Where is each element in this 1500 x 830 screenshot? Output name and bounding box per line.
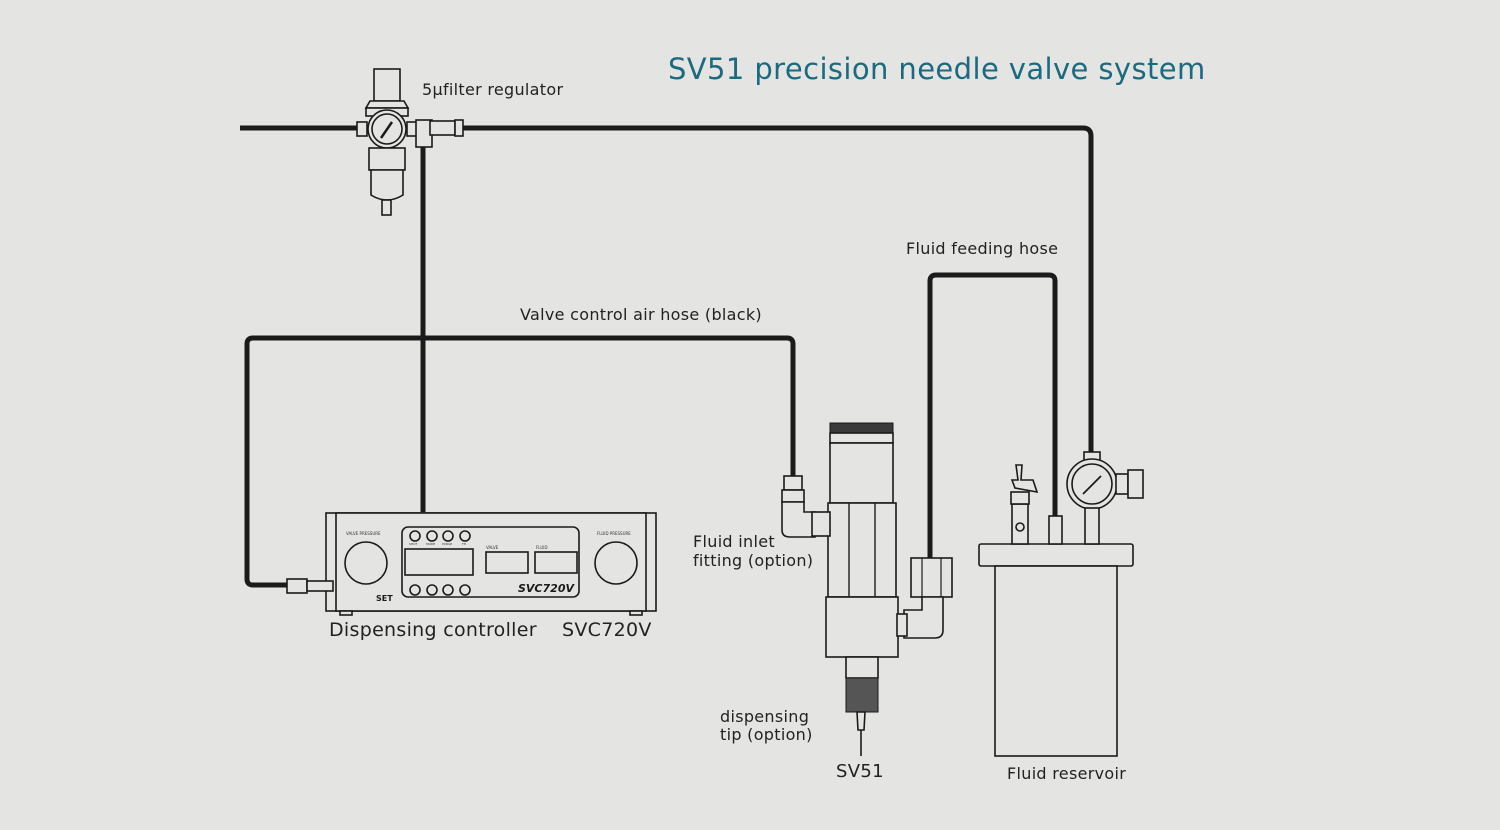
dispensing-tip-label-line2: tip (option) — [720, 725, 813, 744]
svg-text:FH: FH — [462, 542, 466, 546]
valve-display-label: VALVE — [486, 545, 499, 550]
valve-control-air-hose — [244, 335, 796, 588]
svg-text:MODE: MODE — [426, 542, 435, 546]
fluid-display-label: FLUID — [536, 545, 548, 550]
shot-button[interactable] — [409, 530, 421, 542]
valve-display — [485, 551, 529, 574]
fluid-pressure-label: FLUID PRESSURE — [597, 531, 631, 536]
fluid-inlet-label-line1: Fluid inlet — [693, 532, 775, 551]
dispensing-controller: VALVE PRESSURE FLUID PRESSURE VALVE FLUI… — [286, 512, 657, 616]
reservoir-label: Fluid reservoir — [1007, 764, 1127, 783]
svg-text:SHOT: SHOT — [409, 542, 418, 546]
sv51-label: SV51 — [836, 761, 884, 782]
fluid-reservoir — [978, 451, 1144, 757]
top-buttons: SHOT MODE PURGE FH — [409, 530, 471, 546]
main-air-hose — [240, 125, 1094, 452]
filter-regulator — [356, 68, 464, 216]
main-display — [404, 548, 474, 576]
controller-model-label: SVC720V — [562, 619, 652, 641]
fluid-feeding-hose-label: Fluid feeding hose — [906, 239, 1059, 258]
svg-text:PURGE: PURGE — [442, 542, 452, 546]
up-button-4[interactable] — [459, 584, 471, 596]
up-button-2[interactable] — [426, 584, 438, 596]
sv51-valve — [781, 422, 953, 756]
valve-pressure-knob[interactable] — [344, 541, 388, 585]
fluid-feeding-hose — [927, 272, 1058, 558]
fluid-pressure-knob[interactable] — [594, 541, 638, 585]
brand-logo: SET — [376, 594, 393, 603]
valve-pressure-label: VALVE PRESSURE — [346, 531, 381, 536]
panel-model: SVC720V — [518, 582, 575, 595]
page-title: SV51 precision needle valve system — [668, 52, 1206, 86]
fluid-inlet-label-line2: fitting (option) — [693, 551, 814, 570]
mode-button[interactable] — [426, 530, 438, 542]
fh-button[interactable] — [459, 530, 471, 542]
purge-button[interactable] — [442, 530, 454, 542]
filter-regulator-label: 5μfilter regulator — [422, 80, 564, 99]
up-button-1[interactable] — [409, 584, 421, 596]
up-button-3[interactable] — [442, 584, 454, 596]
relief-valve-handle[interactable] — [1010, 464, 1039, 494]
fluid-display — [534, 551, 578, 574]
controller-label: Dispensing controller — [329, 619, 537, 641]
dispensing-tip-label-line1: dispensing — [720, 707, 810, 726]
valve-control-hose-label: Valve control air hose (black) — [520, 305, 762, 324]
